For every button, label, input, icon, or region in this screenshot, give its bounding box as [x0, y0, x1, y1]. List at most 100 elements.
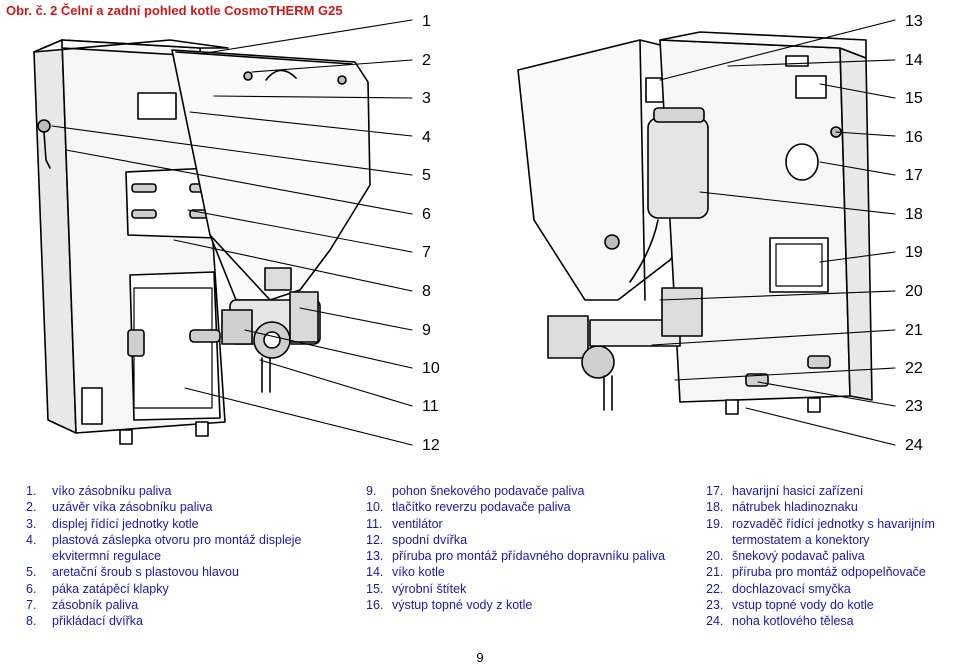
callout-number: 19: [905, 244, 923, 261]
callout-number: 21: [905, 322, 923, 339]
legend-item-number: 4.: [26, 532, 37, 547]
page-number: 9: [476, 650, 484, 665]
legend-item-text: příruba pro montáž přídavného dopravníku…: [392, 549, 666, 564]
callout-number: 7: [422, 244, 431, 261]
legend-item-number: 22.: [706, 581, 724, 596]
legend-item: 22. dochlazovací smyčka: [706, 581, 958, 597]
rear-callout-numbers: 13 14 15 16 17 18 19 20 21 22 23 24: [905, 13, 923, 454]
legend-item-text: víko kotle: [392, 565, 445, 580]
legend-item: 19.rozvaděč řídící jednotky s havarijním…: [706, 516, 958, 549]
callout-number: 1: [422, 13, 431, 30]
legend-item: 8. přikládací dvířka: [26, 613, 326, 629]
callout-number: 9: [422, 322, 431, 339]
legend-item-number: 21.: [706, 565, 724, 580]
legend-item: 20.šnekový podavač paliva: [706, 548, 958, 564]
legend-item-number: 24.: [706, 614, 724, 629]
figure-title: Obr. č. 2 Čelní a zadní pohled kotle Cos…: [6, 3, 343, 18]
legend-item: 6. páka zatápěcí klapky: [26, 581, 326, 597]
legend-item: 18. nátrubek hladinoznaku: [706, 499, 958, 515]
legend-item-text: uzávěr víka zásobníku paliva: [52, 500, 213, 515]
callout-number: 17: [905, 167, 923, 184]
legend-item: 3. displej řídící jednotky kotle: [26, 516, 326, 532]
legend-item-number: 1.: [26, 484, 37, 498]
callout-number: 13: [905, 13, 923, 30]
legend-item-text: výstup topné vody z kotle: [392, 598, 533, 613]
legend-item-number: 3.: [26, 516, 37, 531]
callout-number: 18: [905, 206, 923, 223]
callout-number: 2: [422, 52, 431, 69]
legend-item: 15.výrobní štítek: [366, 581, 666, 597]
legend-item-number: 9.: [366, 484, 377, 498]
callout-number: 16: [905, 129, 923, 146]
legend-item-number: 6.: [26, 581, 37, 596]
legend-column-1: 1. víko zásobníku paliva 2. uzávěr víka zá…: [26, 483, 326, 630]
legend-column-3: 17. havarijní hasicí zařízení 18. nátrubek…: [706, 483, 958, 630]
legend-item-number: 18.: [706, 500, 724, 515]
legend-item-text: příruba pro montáž odpopelňovače: [732, 565, 926, 580]
legend-item-number: 12.: [366, 532, 384, 547]
legend-item-text: spodní dvířka: [392, 532, 468, 547]
legend-item-number: 16.: [366, 598, 384, 613]
legend-item-text: displej řídící jednotky kotle: [52, 516, 199, 531]
legend-item-text: šnekový podavač paliva: [732, 549, 865, 564]
legend-item-number: 2.: [26, 500, 37, 515]
callout-number: 11: [422, 398, 439, 415]
legend-item-text: noha kotlového tělesa: [732, 614, 854, 629]
legend-item-text: nátrubek hladinoznaku: [732, 500, 858, 515]
legend-item-text: páka zatápěcí klapky: [52, 581, 169, 596]
legend-item-text: aretační šroub s plastovou hlavou: [52, 565, 239, 580]
legend-item: 17. havarijní hasicí zařízení: [706, 483, 958, 499]
legend-item-text: tlačítko reverzu podavače paliva: [392, 500, 571, 515]
callout-number: 12: [422, 437, 440, 454]
legend-item: 11. ventilátor: [366, 516, 666, 532]
rear-view: [517, 31, 873, 415]
legend-item-text: ventilátor: [392, 516, 443, 531]
callout-number: 5: [422, 167, 431, 184]
legend-item-number: 11.: [366, 516, 383, 531]
legend-item: 21. příruba pro montáž odpopelňovače: [706, 564, 958, 580]
callout-number: 15: [905, 90, 923, 107]
legend-item: 16. výstup topné vody z kotle: [366, 597, 666, 613]
legend-column-2: 9. pohon šnekového podavače paliva 10. tla…: [366, 483, 666, 613]
legend-item: 23.vstup topné vody do kotle: [706, 597, 958, 613]
legend-item: 14. víko kotle: [366, 564, 666, 580]
legend-item-number: 23.: [706, 598, 724, 613]
legend-item-text: zásobník paliva: [52, 598, 139, 613]
legend-item: 4. plastová záslepka otvoru pro montáž di…: [26, 532, 326, 565]
legend-item: 5.aretační šroub s plastovou hlavou: [26, 564, 326, 580]
legend-item-text: plastová záslepka otvoru pro montáž disp…: [52, 532, 302, 564]
legend-item: 24. noha kotlového tělesa: [706, 613, 958, 629]
legend-item: 12. spodní dvířka: [366, 532, 666, 548]
legend-item-text: pohon šnekového podavače paliva: [392, 484, 585, 498]
legend-item-number: 13.: [366, 549, 384, 564]
legend-item-text: dochlazovací smyčka: [732, 581, 851, 596]
legend-item-number: 15.: [366, 581, 384, 596]
legend-item-text: havarijní hasicí zařízení: [732, 484, 864, 498]
boiler-drawing: 1 2 3 4 5 6 7 8 9 10 11 12 13 14 15 16 1…: [33, 13, 923, 454]
callout-number: 3: [422, 90, 431, 107]
callout-number: 24: [905, 437, 923, 454]
front-view: [33, 39, 371, 445]
legend-item-text: přikládací dvířka: [52, 614, 144, 629]
callout-number: 20: [905, 283, 923, 300]
legend-item-number: 17.: [706, 484, 724, 498]
legend-item-number: 10.: [366, 500, 384, 515]
callout-number: 4: [422, 129, 431, 146]
callout-number: 22: [905, 360, 923, 377]
leader-lines: [51, 19, 896, 446]
legend-item-text: víko zásobníku paliva: [52, 484, 172, 498]
callout-number: 23: [905, 398, 923, 415]
legend-item-number: 8.: [26, 614, 37, 629]
legend-item: 1. víko zásobníku paliva: [26, 483, 326, 499]
callout-number: 14: [905, 52, 923, 69]
legend-item: 9. pohon šnekového podavače paliva: [366, 483, 666, 499]
front-callout-numbers: 1 2 3 4 5 6 7 8 9 10 11 12: [422, 13, 440, 454]
callout-number: 10: [422, 360, 440, 377]
callout-number: 8: [422, 283, 431, 300]
legend-item-number: 7.: [26, 598, 37, 613]
legend-item-number: 14.: [366, 565, 384, 580]
legend-item-text: rozvaděč řídící jednotky s havarijním te…: [732, 516, 935, 547]
callout-number: 6: [422, 206, 431, 223]
legend-item: 2. uzávěr víka zásobníku paliva: [26, 499, 326, 515]
legend-item: 7. zásobník paliva: [26, 597, 326, 613]
